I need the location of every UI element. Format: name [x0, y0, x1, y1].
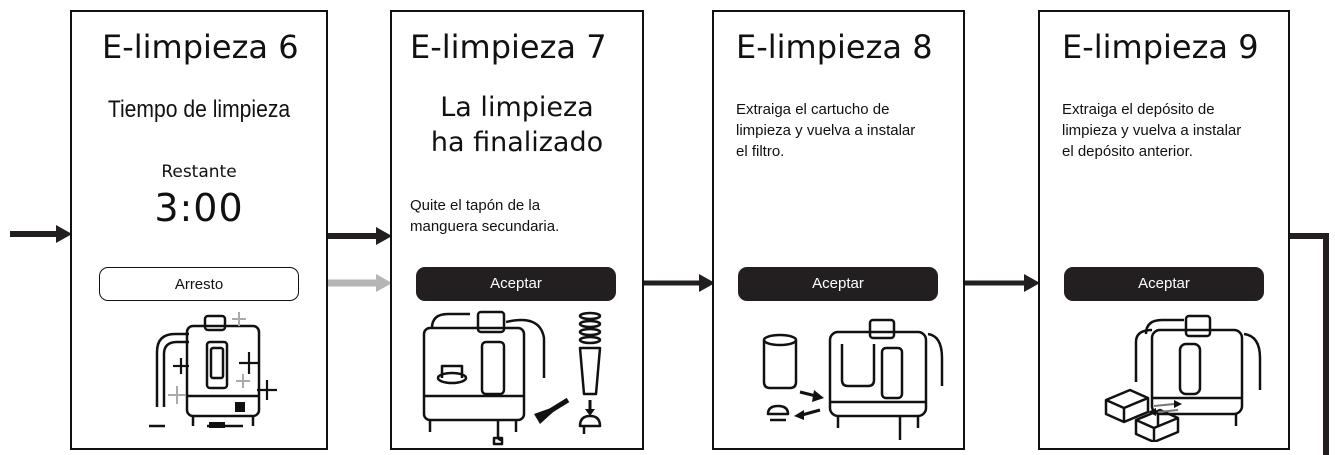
step-9-panel: E-limpieza 9 Extraiga el depósito de lim… [1038, 10, 1290, 450]
step-7-instruction: Quite el tapón de la manguera secundaria… [410, 195, 559, 237]
step-9-instruction-line-1: Extraiga el depósito de [1062, 101, 1215, 118]
step-8-panel: E-limpieza 8 Extraiga el cartucho de lim… [712, 10, 965, 450]
step-8-instruction-line-2: limpieza y vuelva a instalar [736, 122, 916, 139]
arrow-into-step-6 [10, 225, 72, 243]
accept-button[interactable]: Aceptar [416, 267, 616, 301]
step-9-instruction: Extraiga el depósito de limpieza y vuelv… [1062, 99, 1241, 162]
step-7-title: E-limpieza 7 [410, 28, 607, 66]
step-7-panel: E-limpieza 7 La limpieza ha finalizado Q… [390, 10, 644, 450]
cleaning-finished-heading: La limpieza ha finalizado [392, 90, 642, 160]
step-7-instruction-line-2: manguera secundaria. [410, 218, 560, 235]
cleaning-finished-line-1: La limpieza [440, 92, 594, 123]
remaining-label: Restante [161, 162, 237, 182]
tank-swap-icon [1104, 314, 1262, 442]
step-7-instruction-line-1: Quite el tapón de la [410, 197, 541, 214]
step-8-instruction: Extraiga el cartucho de limpieza y vuelv… [736, 99, 915, 162]
step-6-panel: E-limpieza 6 Tiempo de limpieza Restante… [70, 10, 328, 450]
step-6-title: E-limpieza 6 [102, 28, 299, 66]
step-9-title: E-limpieza 9 [1062, 28, 1259, 66]
arrow-step-6-to-7 [318, 227, 392, 245]
cleaning-time-label: Tiempo de limpieza [107, 96, 291, 123]
step-8-instruction-line-1: Extraiga el cartucho de [736, 101, 890, 118]
step-8-instruction-line-3: el filtro. [736, 143, 785, 160]
step-9-instruction-line-2: limpieza y vuelva a instalar [1062, 122, 1242, 139]
accept-button[interactable]: Aceptar [1064, 267, 1264, 301]
water-ionizer-sparkle-icon [149, 312, 277, 428]
stop-button[interactable]: Arresto [99, 267, 299, 301]
hose-cap-removal-icon [422, 310, 602, 446]
step-8-title: E-limpieza 8 [736, 28, 933, 66]
filter-cartridge-swap-icon [762, 318, 944, 440]
step-9-instruction-line-3: el depósito anterior. [1062, 143, 1193, 160]
cleaning-finished-line-2: ha finalizado [430, 127, 604, 158]
arrow-exit-step-9 [1290, 233, 1329, 455]
countdown-timer: 3:00 [154, 186, 244, 230]
accept-button[interactable]: Aceptar [738, 267, 938, 301]
